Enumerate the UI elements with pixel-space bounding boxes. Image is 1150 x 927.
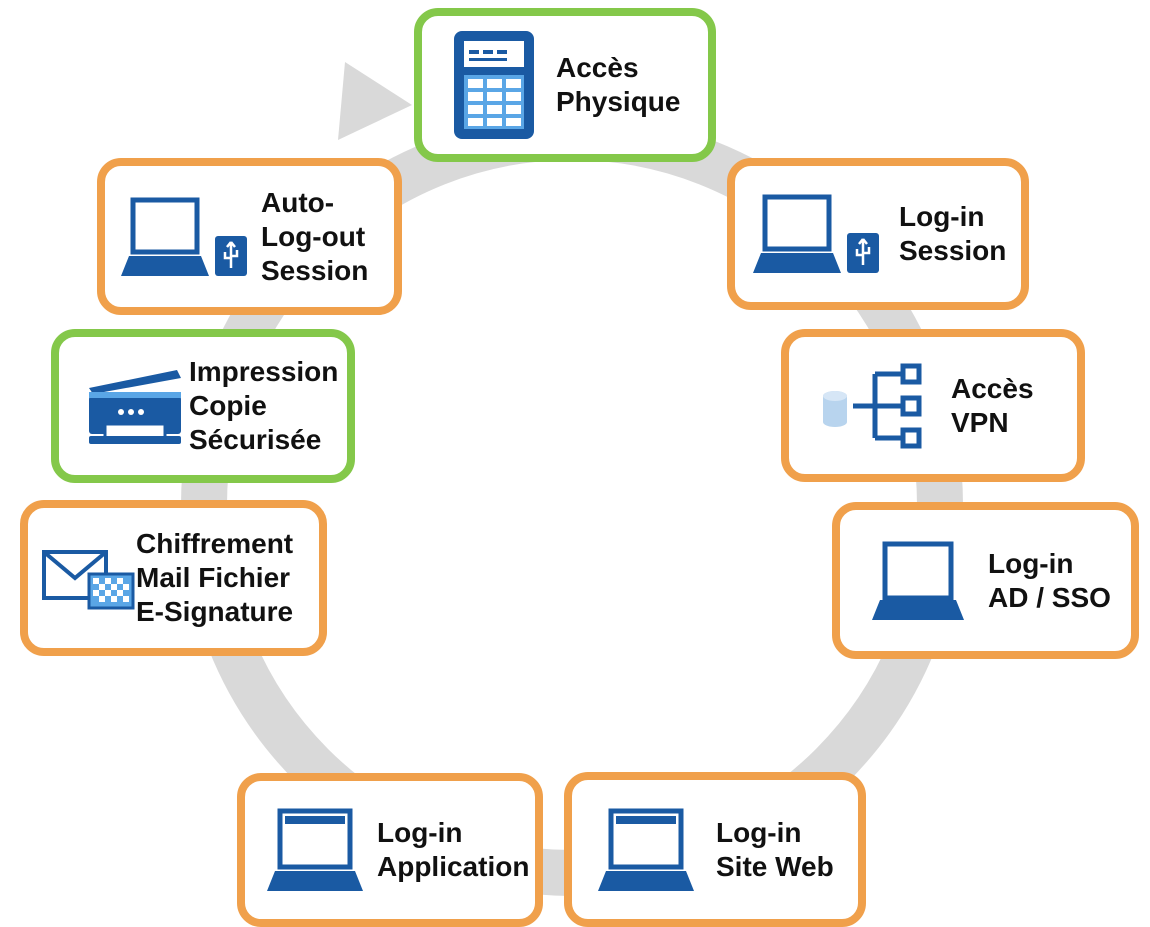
node-login-ad-sso: Log-in AD / SSO — [832, 502, 1139, 659]
keypad-icon — [438, 29, 550, 141]
label-line: Accès — [556, 52, 639, 83]
laptop-icon — [596, 807, 696, 893]
label-line: Physique — [556, 86, 681, 117]
node-login-site-web: Log-in Site Web — [564, 772, 866, 927]
node-label: Chiffrement Mail Fichier E-Signature — [136, 527, 293, 629]
node-label: Log-in Application — [377, 816, 529, 884]
node-chiffrement: Chiffrement Mail Fichier E-Signature — [20, 500, 327, 656]
label-line: Log-in — [377, 817, 463, 848]
node-label: Impression Copie Sécurisée — [189, 355, 338, 457]
node-impression: Impression Copie Sécurisée — [51, 329, 355, 483]
node-acces-physique: Accès Physique — [414, 8, 716, 162]
laptop-usb-icon — [121, 196, 251, 278]
printer-icon — [79, 364, 191, 448]
node-login-session: Log-in Session — [727, 158, 1029, 310]
label-line: Mail Fichier — [136, 562, 291, 593]
envelope-encrypted-icon — [40, 546, 138, 610]
label-line: Site Web — [716, 850, 834, 882]
label-line: Session — [899, 235, 1007, 266]
node-label: Log-in AD / SSO — [988, 547, 1111, 615]
label-line: E-Signature — [136, 596, 294, 627]
label-line: VPN — [951, 406, 1009, 438]
label-line: AD / SSO — [988, 581, 1111, 613]
label-line: Session — [261, 254, 369, 286]
node-label: Accès VPN — [951, 372, 1034, 440]
node-label: Log-in Site Web — [716, 816, 834, 884]
label-line: Application — [377, 851, 530, 882]
label-line: Copie — [189, 390, 267, 421]
node-acces-vpn: Accès VPN — [781, 329, 1085, 482]
node-label: Auto- Log-out Session — [261, 186, 368, 288]
label-line: Accès — [951, 372, 1034, 404]
node-login-application: Log-in Application — [237, 773, 543, 927]
laptop-icon — [265, 807, 365, 893]
label-line: Log-in — [899, 201, 985, 232]
label-line: Log-in — [988, 547, 1074, 579]
label-line: Log-out — [261, 220, 366, 252]
node-label: Accès Physique — [556, 51, 680, 119]
label-line: Log-in — [716, 816, 802, 848]
laptop-usb-icon — [753, 193, 883, 275]
node-auto-logout: Auto- Log-out Session — [97, 158, 402, 315]
label-line: Auto- — [261, 186, 335, 218]
node-label: Log-in Session — [899, 200, 1006, 268]
network-tree-icon — [817, 360, 937, 452]
label-line: Chiffrement — [136, 528, 294, 559]
label-line: Sécurisée — [189, 424, 322, 455]
cycle-arrow-head — [338, 62, 412, 140]
label-line: Impression — [189, 356, 339, 387]
laptop-icon — [868, 540, 968, 622]
